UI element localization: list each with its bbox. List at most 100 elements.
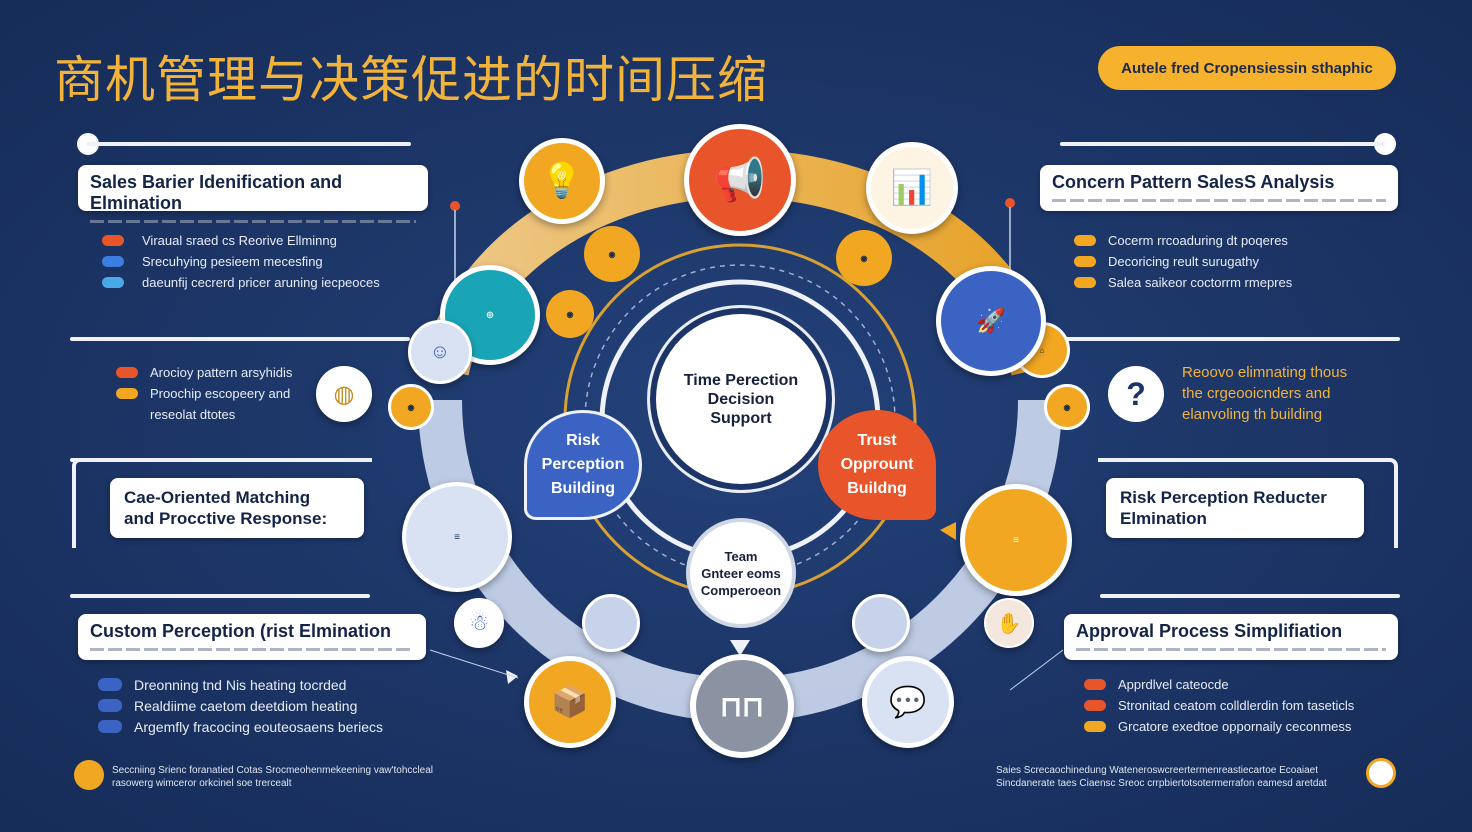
card-title: Approval Process Simplifiation: [1076, 621, 1343, 641]
list-item: Viraual sraed cs Reorive Ellminng: [102, 230, 380, 251]
bullet-tag: [116, 388, 138, 399]
trust-label: Trust Opprount Buildng: [840, 432, 914, 497]
card-concern-pattern[interactable]: Concern Pattern SalesS Analysis: [1040, 165, 1398, 211]
list-item-text: Dreonning tnd Nis heating tocrded: [134, 676, 347, 693]
bracket: [72, 458, 372, 548]
step-dot: ◉: [546, 290, 594, 338]
card-custom-perception[interactable]: Custom Perception (rist Elmination: [78, 614, 426, 660]
arrow: [940, 522, 956, 540]
bullet-tag: [102, 256, 124, 267]
bullet-tag: [1074, 235, 1096, 246]
lightbulb-icon: 💡: [519, 138, 605, 224]
bullet-tag: [1084, 721, 1106, 732]
card-title: Cae-Oriented Matching and Procctive Resp…: [124, 488, 328, 528]
team-label: Team Gnteer eoms Comperoeon: [700, 548, 782, 598]
list-item-text: Arocioy pattern arsyhidis: [150, 365, 293, 380]
connector-dot: [1374, 133, 1396, 155]
megaphone-icon: 📢: [684, 124, 796, 236]
small-blue-circle: [582, 594, 640, 652]
arrow: [730, 640, 750, 656]
question-icon: ?: [1108, 366, 1164, 422]
small-blue-circle: [852, 594, 910, 652]
bullet-tag: [98, 699, 122, 712]
list-item-text: Cocerm rrcoaduring dt poqeres: [1108, 233, 1288, 248]
chat-icon: 💬: [862, 656, 954, 748]
list-item: Arocioy pattern arsyhidis: [116, 362, 292, 383]
connector-line: [1060, 337, 1400, 341]
list-item-text: Realdiime caetom deetdiom heating: [134, 697, 358, 714]
list-item: Srecuhying pesieem mecesfing: [102, 251, 380, 272]
list-item-text: Viraual sraed cs Reorive Ellminng: [142, 233, 337, 248]
connector: [429, 649, 519, 679]
list-item: Argemfly fracocing eouteosaens beriecs: [98, 716, 383, 737]
card-case-matching[interactable]: Cae-Oriented Matching and Procctive Resp…: [110, 478, 364, 538]
page-title: 商机管理与决策促进的时间压缩: [54, 51, 768, 109]
card-subtitle-line: [1076, 648, 1386, 651]
bullet-tag: [98, 720, 122, 733]
bullet-tag: [102, 235, 124, 246]
list-item-text: Srecuhying pesieem mecesfing: [142, 254, 323, 269]
list-item: Grcatore exedtoe oppornaily ceconmess: [1084, 716, 1354, 737]
footer-right-text: Saies Screcaochinedung Wateneroswcreerte…: [996, 765, 1327, 789]
list-item: Apprdlvel cateocde: [1084, 674, 1354, 695]
arrow: [506, 670, 518, 684]
pin: [1005, 198, 1015, 208]
handshake-icon: ✋: [984, 598, 1034, 648]
connector: [1009, 649, 1064, 691]
user-circle-icon: ☺: [408, 320, 472, 384]
bullet-list: Viraual sraed cs Reorive Ellminng Srecuh…: [102, 230, 380, 293]
step-dot: ◉: [584, 226, 640, 282]
list-item-text: Grcatore exedtoe oppornaily ceconmess: [1118, 719, 1352, 734]
list-item: Cocerm rrcoaduring dt poqeres: [1074, 230, 1292, 251]
list-item: reseolat dtotes: [116, 404, 292, 425]
bullet-tag: [1084, 700, 1106, 711]
logo-icon: ⊓⊓: [690, 654, 794, 758]
card-title: Risk Perception Reducter Elmination: [1120, 488, 1327, 528]
bullet-tag: [1084, 679, 1106, 690]
speech-circle-icon: ≡: [960, 484, 1072, 596]
card-risk-perception[interactable]: Risk Perception Reducter Elmination: [1106, 478, 1364, 538]
card-title: Sales Barier Idenification and Elminatio…: [90, 172, 343, 213]
center-hub: Time Perection Decision Support: [656, 314, 826, 484]
bullet-tag: [1074, 256, 1096, 267]
list-item: Stronitad ceatom colldlerdin fom tasetic…: [1084, 695, 1354, 716]
bullet-tag: [98, 678, 122, 691]
card-subtitle-line: [1052, 199, 1386, 202]
connector-line: [1060, 142, 1385, 146]
list-item-text: Stronitad ceatom colldlerdin fom tasetic…: [1118, 698, 1355, 713]
right-middle-text: Reoovo elimnating thous the crgeooicnder…: [1182, 364, 1348, 423]
team-node: Team Gnteer eoms Comperoeon: [686, 518, 796, 628]
bullet-tag: [1074, 277, 1096, 288]
globe-icon: ◍: [316, 366, 372, 422]
list-item: Decoricing reult surugathy: [1074, 251, 1292, 272]
list-item-text: Argemfly fracocing eouteosaens beriecs: [134, 718, 384, 735]
risk-perception-node: Risk Perception Building: [524, 410, 642, 520]
list-item-text: Decoricing reult surugathy: [1108, 254, 1260, 269]
step-dot: ◉: [836, 230, 892, 286]
list-item-text: reseolat dtotes: [150, 407, 236, 422]
badge-button[interactable]: Autele fred Cropensiessin sthaphic: [1098, 46, 1396, 90]
step-dot: ◉: [388, 384, 434, 430]
bullet-tag: [102, 277, 124, 288]
list-item: Dreonning tnd Nis heating tocrded: [98, 674, 383, 695]
card-sales-barrier[interactable]: Sales Barier Idenification and Elminatio…: [78, 165, 428, 223]
trust-node: Trust Opprount Buildng: [818, 410, 936, 520]
list-item-text: Salea saikeor coctorrm rmepres: [1108, 275, 1293, 290]
footer-left-text: Seccniing Srienc foranatied Cotas Srocme…: [112, 765, 433, 789]
card-approval-process[interactable]: Approval Process Simplifiation: [1064, 614, 1398, 660]
box-icon: 📦: [524, 656, 616, 748]
doc-circle-icon: ≡: [402, 482, 512, 592]
pin: [450, 201, 460, 211]
step-dot: ◉: [1044, 384, 1090, 430]
bullet-list: Apprdlvel cateocde Stronitad ceatom coll…: [1084, 674, 1354, 737]
card-subtitle-line: [90, 220, 416, 223]
bullet-list: Cocerm rrcoaduring dt poqeres Decoricing…: [1074, 230, 1292, 293]
list-item: Realdiime caetom deetdiom heating: [98, 695, 383, 716]
list-item-text: Proochip escopeery and: [150, 386, 291, 401]
dashboard-icon: 📊: [866, 142, 958, 234]
center-label: Time Perection Decision Support: [683, 371, 799, 427]
list-item: Salea saikeor coctorrm rmepres: [1074, 272, 1292, 293]
card-title: Custom Perception (rist Elmination: [90, 621, 392, 641]
rocket-icon: 🚀: [936, 266, 1046, 376]
bullet-list: Dreonning tnd Nis heating tocrded Realdi…: [98, 674, 383, 737]
